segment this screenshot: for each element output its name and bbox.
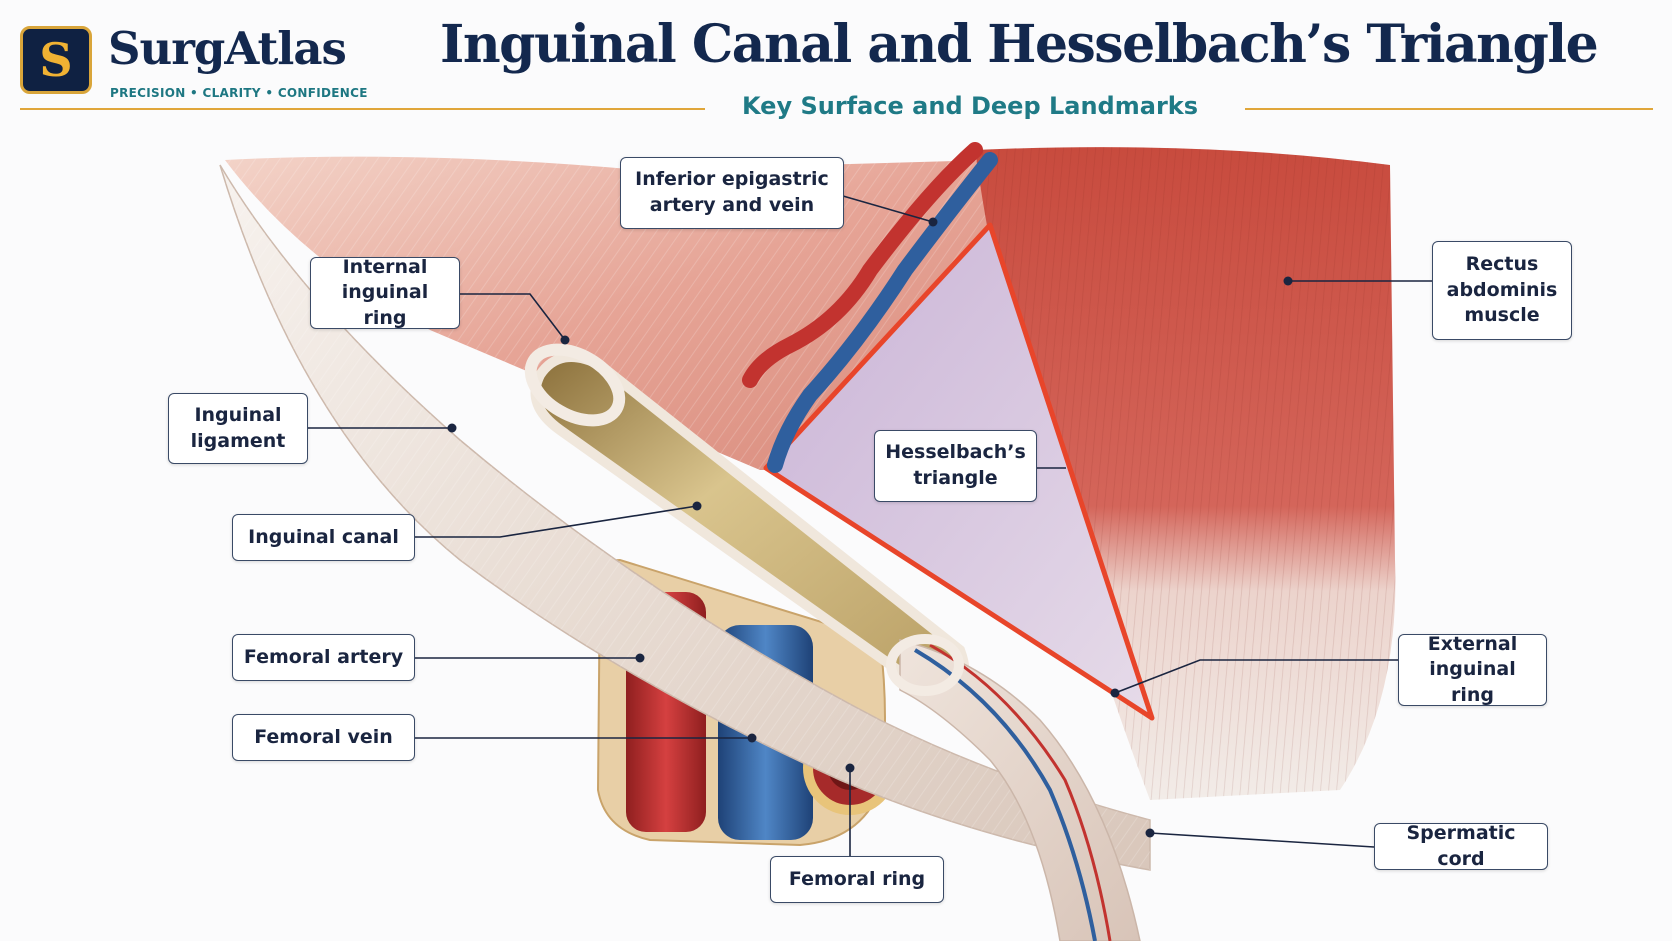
external-inguinal-ring xyxy=(886,634,964,696)
label-inferior-epigastric: Inferior epigastric artery and vein xyxy=(620,157,844,229)
label-inguinal-ligament: Inguinal ligament xyxy=(168,393,308,464)
leader-internal-ring xyxy=(460,293,566,341)
brand-logo: S xyxy=(20,26,92,94)
brand-name: SurgAtlas xyxy=(108,22,347,75)
inferior-epigastric-vein xyxy=(767,152,998,473)
internal-inguinal-ring xyxy=(524,343,626,427)
label-rectus-abdominis: Rectus abdominis muscle xyxy=(1432,241,1572,340)
header-rule-left xyxy=(20,108,705,110)
brand-tagline: PRECISION • CLARITY • CONFIDENCE xyxy=(110,86,368,100)
label-internal-inguinal-ring: Internal inguinal ring xyxy=(310,256,460,329)
label-femoral-ring: Femoral ring xyxy=(770,856,944,903)
leader-inferior-epigastric xyxy=(842,195,934,223)
header-rule-right xyxy=(1245,108,1653,110)
label-external-inguinal-ring: External inguinal ring xyxy=(1398,633,1547,706)
label-inguinal-canal: Inguinal canal xyxy=(232,514,415,561)
leader-external-ring xyxy=(1114,659,1398,694)
label-femoral-artery: Femoral artery xyxy=(232,634,415,681)
label-femoral-vein: Femoral vein xyxy=(232,714,415,761)
page-title: Inguinal Canal and Hesselbach’s Triangle xyxy=(440,14,1599,75)
label-spermatic-cord: Spermatic cord xyxy=(1374,822,1548,870)
leader-lines xyxy=(308,195,1432,858)
logo-letter: S xyxy=(39,33,73,87)
page-subtitle: Key Surface and Deep Landmarks xyxy=(742,92,1199,120)
leader-inguinal-canal xyxy=(415,505,698,538)
inferior-epigastric-artery xyxy=(742,142,983,388)
leader-spermatic-cord xyxy=(1149,832,1375,848)
label-hesselbachs-triangle: Hesselbach’s triangle xyxy=(874,430,1037,502)
leader-dots xyxy=(447,217,1293,838)
